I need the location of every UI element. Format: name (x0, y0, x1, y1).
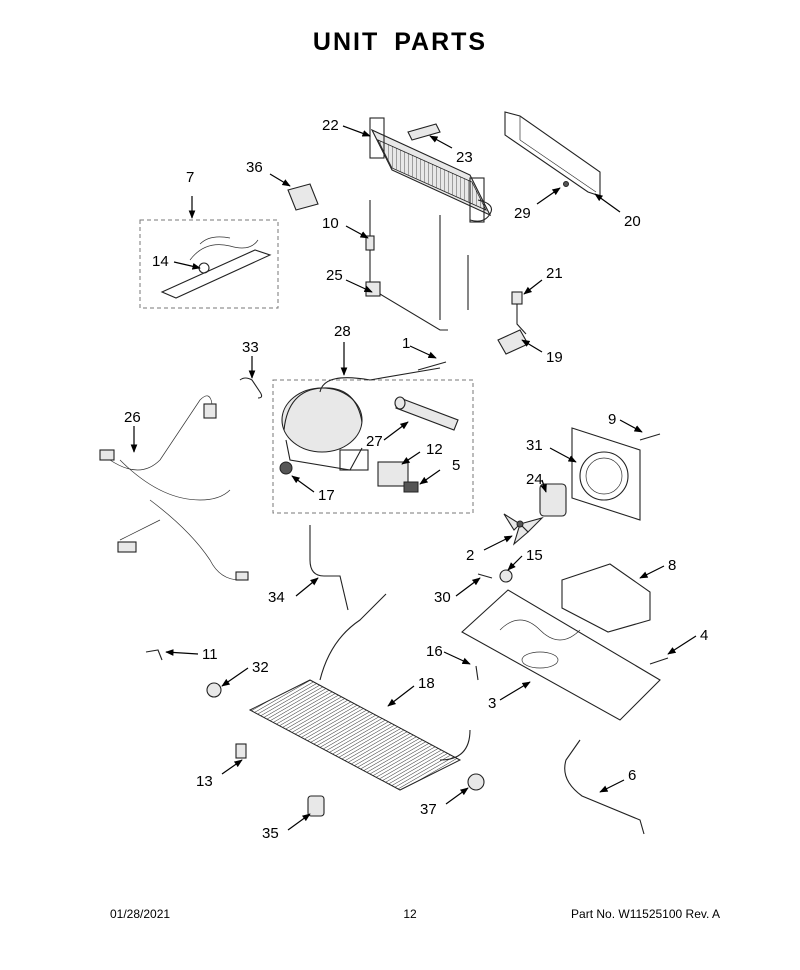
evaporator-drawing (369, 117, 493, 223)
callout-9: 9 (608, 411, 616, 428)
callout-36: 36 (246, 159, 263, 176)
part-7-group-box (139, 219, 279, 309)
screw-30-drawing (477, 573, 493, 579)
grommet-32-drawing (206, 682, 222, 698)
callout-20: 20 (624, 213, 641, 230)
callout-30: 30 (434, 589, 451, 606)
callout-14: 14 (152, 253, 169, 270)
thermistor-37-drawing (467, 773, 485, 791)
screw-4-drawing (649, 657, 669, 665)
callout-4: 4 (700, 627, 708, 644)
fan-motor-drawing (539, 483, 567, 517)
foam-strip-drawing (407, 123, 441, 141)
callout-10: 10 (322, 215, 339, 232)
callout-27: 27 (366, 433, 383, 450)
callout-7: 7 (186, 169, 194, 186)
compressor-drawing (279, 367, 441, 475)
callout-28: 28 (334, 323, 351, 340)
drain-tube-drawing (309, 525, 349, 611)
screw-16-drawing (475, 665, 479, 681)
callout-21: 21 (546, 265, 563, 282)
part-35-drawing (307, 795, 325, 817)
fan-blade-drawing (503, 513, 544, 546)
condenser-drawing (248, 593, 471, 791)
callout-35: 35 (262, 825, 279, 842)
callout-26: 26 (124, 409, 141, 426)
callout-24: 24 (526, 471, 543, 488)
pad-drawing (287, 183, 319, 211)
page-title: UNIT PARTS (312, 28, 488, 56)
callout-17: 17 (318, 487, 335, 504)
clip-11-drawing (145, 649, 163, 661)
evaporator-cover-drawing (504, 111, 601, 197)
fan-shroud-drawing (571, 427, 641, 521)
callout-2: 2 (466, 547, 474, 564)
callout-6: 6 (628, 767, 636, 784)
screw-9-drawing (639, 433, 661, 441)
relay-drawing (377, 461, 409, 487)
leader-lines (130, 125, 697, 831)
callout-1: 1 (402, 335, 410, 352)
callout-8: 8 (668, 557, 676, 574)
callout-11: 11 (202, 646, 218, 663)
wire-harness-drawing (99, 395, 249, 581)
sensor-bracket-drawing (497, 291, 529, 355)
capacitor-drawing (403, 481, 419, 493)
callout-3: 3 (488, 695, 496, 712)
process-tube-drawing (417, 361, 447, 371)
mounting-bracket-drawing (561, 563, 651, 633)
callout-15: 15 (526, 547, 543, 564)
callout-12: 12 (426, 441, 443, 458)
defrost-harness-drawing (160, 236, 272, 299)
footer-date: 01/28/2021 (110, 907, 171, 921)
callout-31: 31 (526, 437, 543, 454)
callout-16: 16 (426, 643, 443, 660)
base-plate-drawing (461, 589, 661, 721)
callout-22: 22 (322, 117, 339, 134)
clip-13-drawing (235, 743, 247, 759)
filter-drier-drawing (394, 396, 459, 431)
callout-19: 19 (546, 349, 563, 366)
callout-29: 29 (514, 205, 531, 222)
callout-34: 34 (268, 589, 285, 606)
grommet-drawing (499, 569, 513, 583)
heater-tubing-drawing (365, 200, 469, 331)
callout-33: 33 (242, 339, 259, 356)
callout-5: 5 (452, 457, 460, 474)
footer-page-number: 12 (403, 907, 417, 921)
callout-37: 37 (420, 801, 437, 818)
callout-labels: 22 23 29 20 36 7 14 10 25 21 19 33 28 1 … (124, 117, 708, 842)
callout-18: 18 (418, 675, 435, 692)
callout-13: 13 (196, 773, 213, 790)
callout-23: 23 (456, 149, 473, 166)
callout-25: 25 (326, 267, 343, 284)
tube-6-drawing (564, 739, 645, 835)
part-drawings (99, 111, 669, 835)
footer-part-number: Part No. W11525100 Rev. A (571, 907, 720, 921)
callout-32: 32 (252, 659, 269, 676)
overload-strap-drawing (239, 377, 263, 399)
